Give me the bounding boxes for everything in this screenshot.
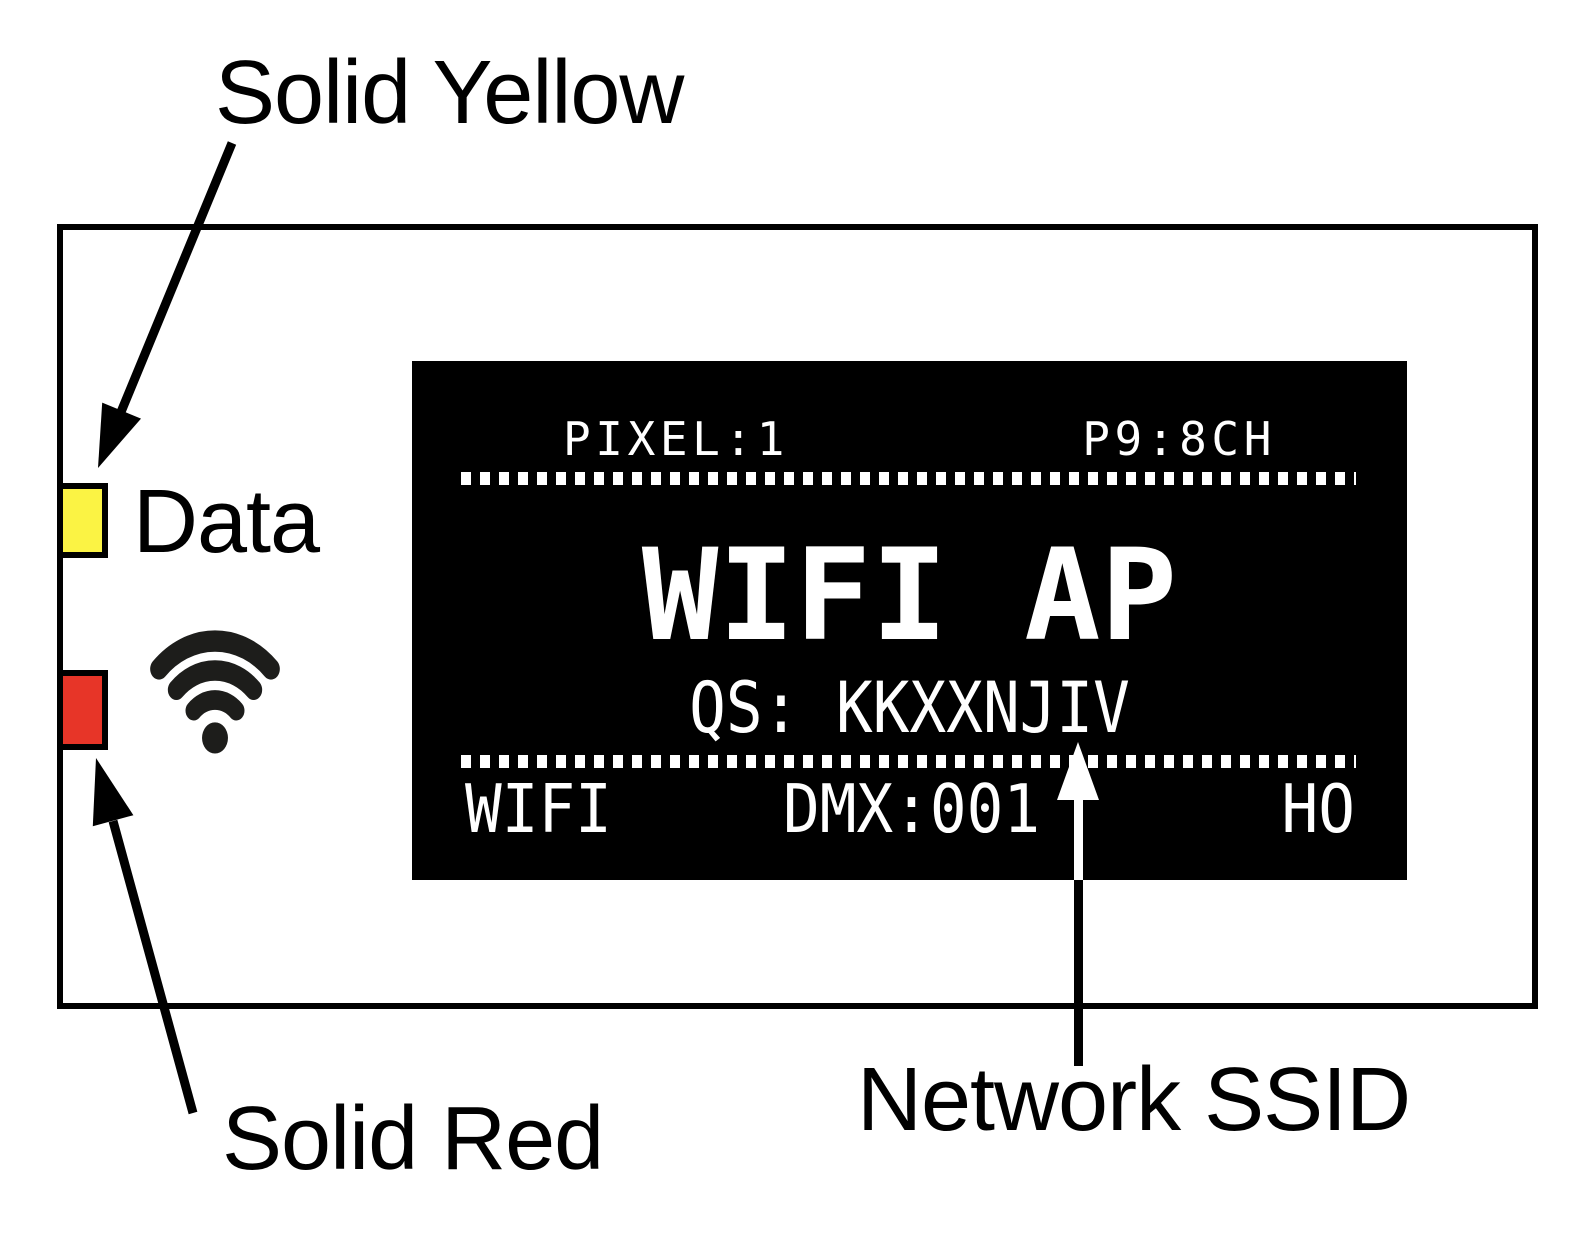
lcd-footer-ho: HO <box>1281 770 1355 849</box>
lcd-footer-wifi: WIFI <box>465 770 612 849</box>
solid-yellow-label: Solid Yellow <box>215 43 684 143</box>
lcd-footer-dmx: DMX:001 <box>783 770 1041 849</box>
lcd-pixel-count: PIXEL:1 <box>563 412 790 466</box>
lcd-status-row: PIXEL:1 P9:8CH <box>412 416 1407 462</box>
lcd-divider-top <box>461 472 1356 485</box>
lcd-divider-bottom <box>461 755 1356 768</box>
wifi-led-red <box>57 670 108 750</box>
lcd-ssid-value: QS: KKXXNJIV <box>689 667 1130 750</box>
lcd-port-mode: P9:8CH <box>1082 412 1276 466</box>
ssid-arrowhead-icon <box>1057 742 1099 800</box>
data-led-yellow <box>57 483 108 558</box>
wifi-icon <box>150 630 280 754</box>
ssid-arrow-shaft-white <box>1074 797 1083 880</box>
ssid-arrow-shaft-black <box>1074 880 1083 1066</box>
data-led-label: Data <box>133 472 320 572</box>
device-outline <box>57 224 1538 1009</box>
lcd-screen: PIXEL:1 P9:8CH WIFI AP QS: KKXXNJIV WIFI… <box>412 361 1407 880</box>
solid-red-label: Solid Red <box>222 1089 604 1189</box>
lcd-mode-title: WIFI AP <box>641 521 1178 669</box>
lcd-footer-row: WIFI DMX:001 HO <box>412 776 1407 853</box>
network-ssid-label: Network SSID <box>857 1050 1411 1150</box>
